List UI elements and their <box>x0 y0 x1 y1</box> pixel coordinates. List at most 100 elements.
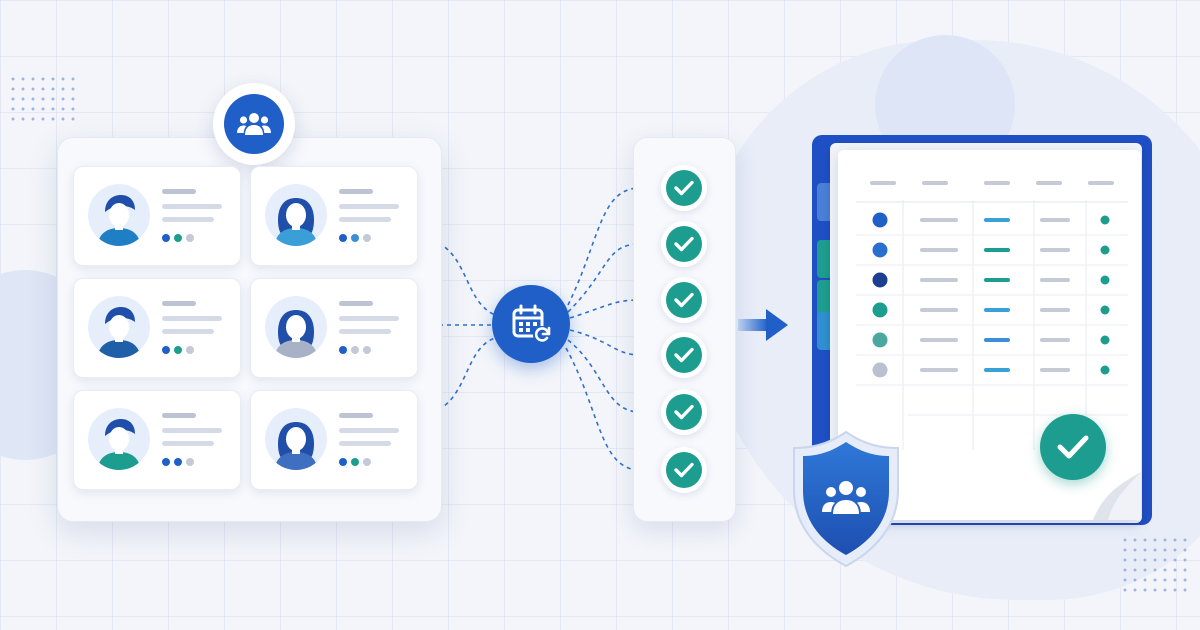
avatar <box>265 408 327 470</box>
cell-placeholder <box>920 368 958 372</box>
check-item <box>661 165 707 211</box>
header-placeholder <box>870 181 896 185</box>
check-item <box>661 389 707 435</box>
person-icon <box>98 195 140 246</box>
status-dot <box>162 234 170 242</box>
check-icon <box>674 292 694 308</box>
team-shield-icon <box>793 430 899 568</box>
cell-placeholder <box>1040 248 1070 252</box>
cell-placeholder <box>1040 278 1070 282</box>
avatar <box>88 408 150 470</box>
text-placeholder <box>339 189 373 194</box>
person-icon <box>275 310 317 358</box>
check-icon <box>674 347 694 363</box>
check-icon <box>674 180 694 196</box>
status-dot <box>162 346 170 354</box>
header-placeholder <box>1036 181 1062 185</box>
calendar-hub <box>492 285 570 363</box>
cell-accent <box>984 218 1010 222</box>
text-placeholder <box>162 316 222 321</box>
status-dot <box>339 234 347 242</box>
row-status-dot <box>872 242 888 258</box>
status-dot <box>363 234 371 242</box>
text-placeholder <box>339 329 391 334</box>
profile-card <box>250 390 418 490</box>
avatar <box>265 184 327 246</box>
header-placeholder <box>922 181 948 185</box>
check-item <box>661 447 707 493</box>
avatar <box>88 184 150 246</box>
person-icon <box>98 419 140 470</box>
check-item <box>661 277 707 323</box>
status-dots <box>162 346 194 354</box>
row-check-dot <box>1100 245 1110 255</box>
cell-placeholder <box>1040 338 1070 342</box>
dot-pattern <box>8 74 80 124</box>
row-status-dot <box>872 332 888 348</box>
cell-placeholder <box>1040 218 1070 222</box>
text-placeholder <box>162 441 214 446</box>
calendar-refresh-icon <box>512 304 551 344</box>
avatar <box>265 296 327 358</box>
person-icon <box>275 198 317 246</box>
text-placeholder <box>339 316 399 321</box>
status-dot <box>186 234 194 242</box>
text-placeholder <box>339 217 391 222</box>
team-badge <box>213 83 295 165</box>
dot-pattern <box>1120 535 1192 595</box>
team-icon <box>237 113 271 135</box>
cell-placeholder <box>920 248 958 252</box>
cell-placeholder <box>920 278 958 282</box>
row-check-dot <box>1100 305 1110 315</box>
status-dot <box>186 458 194 466</box>
status-dot <box>186 346 194 354</box>
text-placeholder <box>162 217 214 222</box>
cell-accent <box>984 338 1010 342</box>
check-icon <box>674 236 694 252</box>
status-dot <box>351 234 359 242</box>
row-check-dot <box>1100 215 1110 225</box>
status-dot <box>351 346 359 354</box>
text-placeholder <box>339 413 373 418</box>
text-placeholder <box>162 428 222 433</box>
header-placeholder <box>984 181 1010 185</box>
check-icon <box>674 462 694 478</box>
status-dot <box>174 458 182 466</box>
text-placeholder <box>339 428 399 433</box>
cell-accent <box>984 248 1010 252</box>
check-item <box>661 332 707 378</box>
status-dot <box>174 346 182 354</box>
text-placeholder <box>162 413 196 418</box>
header-placeholder <box>1088 181 1114 185</box>
text-placeholder <box>162 301 196 306</box>
text-placeholder <box>162 204 222 209</box>
cell-placeholder <box>920 218 958 222</box>
check-icon <box>1057 435 1089 459</box>
status-dot <box>339 458 347 466</box>
text-placeholder <box>339 301 373 306</box>
cell-placeholder <box>920 308 958 312</box>
status-dots <box>339 346 371 354</box>
row-check-dot <box>1100 365 1110 375</box>
status-dot <box>174 234 182 242</box>
profile-card <box>250 166 418 266</box>
profile-card <box>73 278 241 378</box>
row-status-dot <box>872 362 888 378</box>
row-check-dot <box>1100 335 1110 345</box>
cell-placeholder <box>1040 368 1070 372</box>
document-table <box>856 181 1141 520</box>
status-dots <box>339 234 371 242</box>
text-placeholder <box>339 204 399 209</box>
status-dot <box>339 346 347 354</box>
profile-card <box>73 390 241 490</box>
status-dots <box>339 458 371 466</box>
profile-card <box>250 278 418 378</box>
arrow-right-icon <box>738 309 788 341</box>
cell-accent <box>984 278 1010 282</box>
status-dot <box>363 458 371 466</box>
row-status-dot <box>872 272 888 288</box>
check-icon <box>674 404 694 420</box>
status-dots <box>162 458 194 466</box>
person-icon <box>98 307 140 358</box>
text-placeholder <box>162 189 196 194</box>
